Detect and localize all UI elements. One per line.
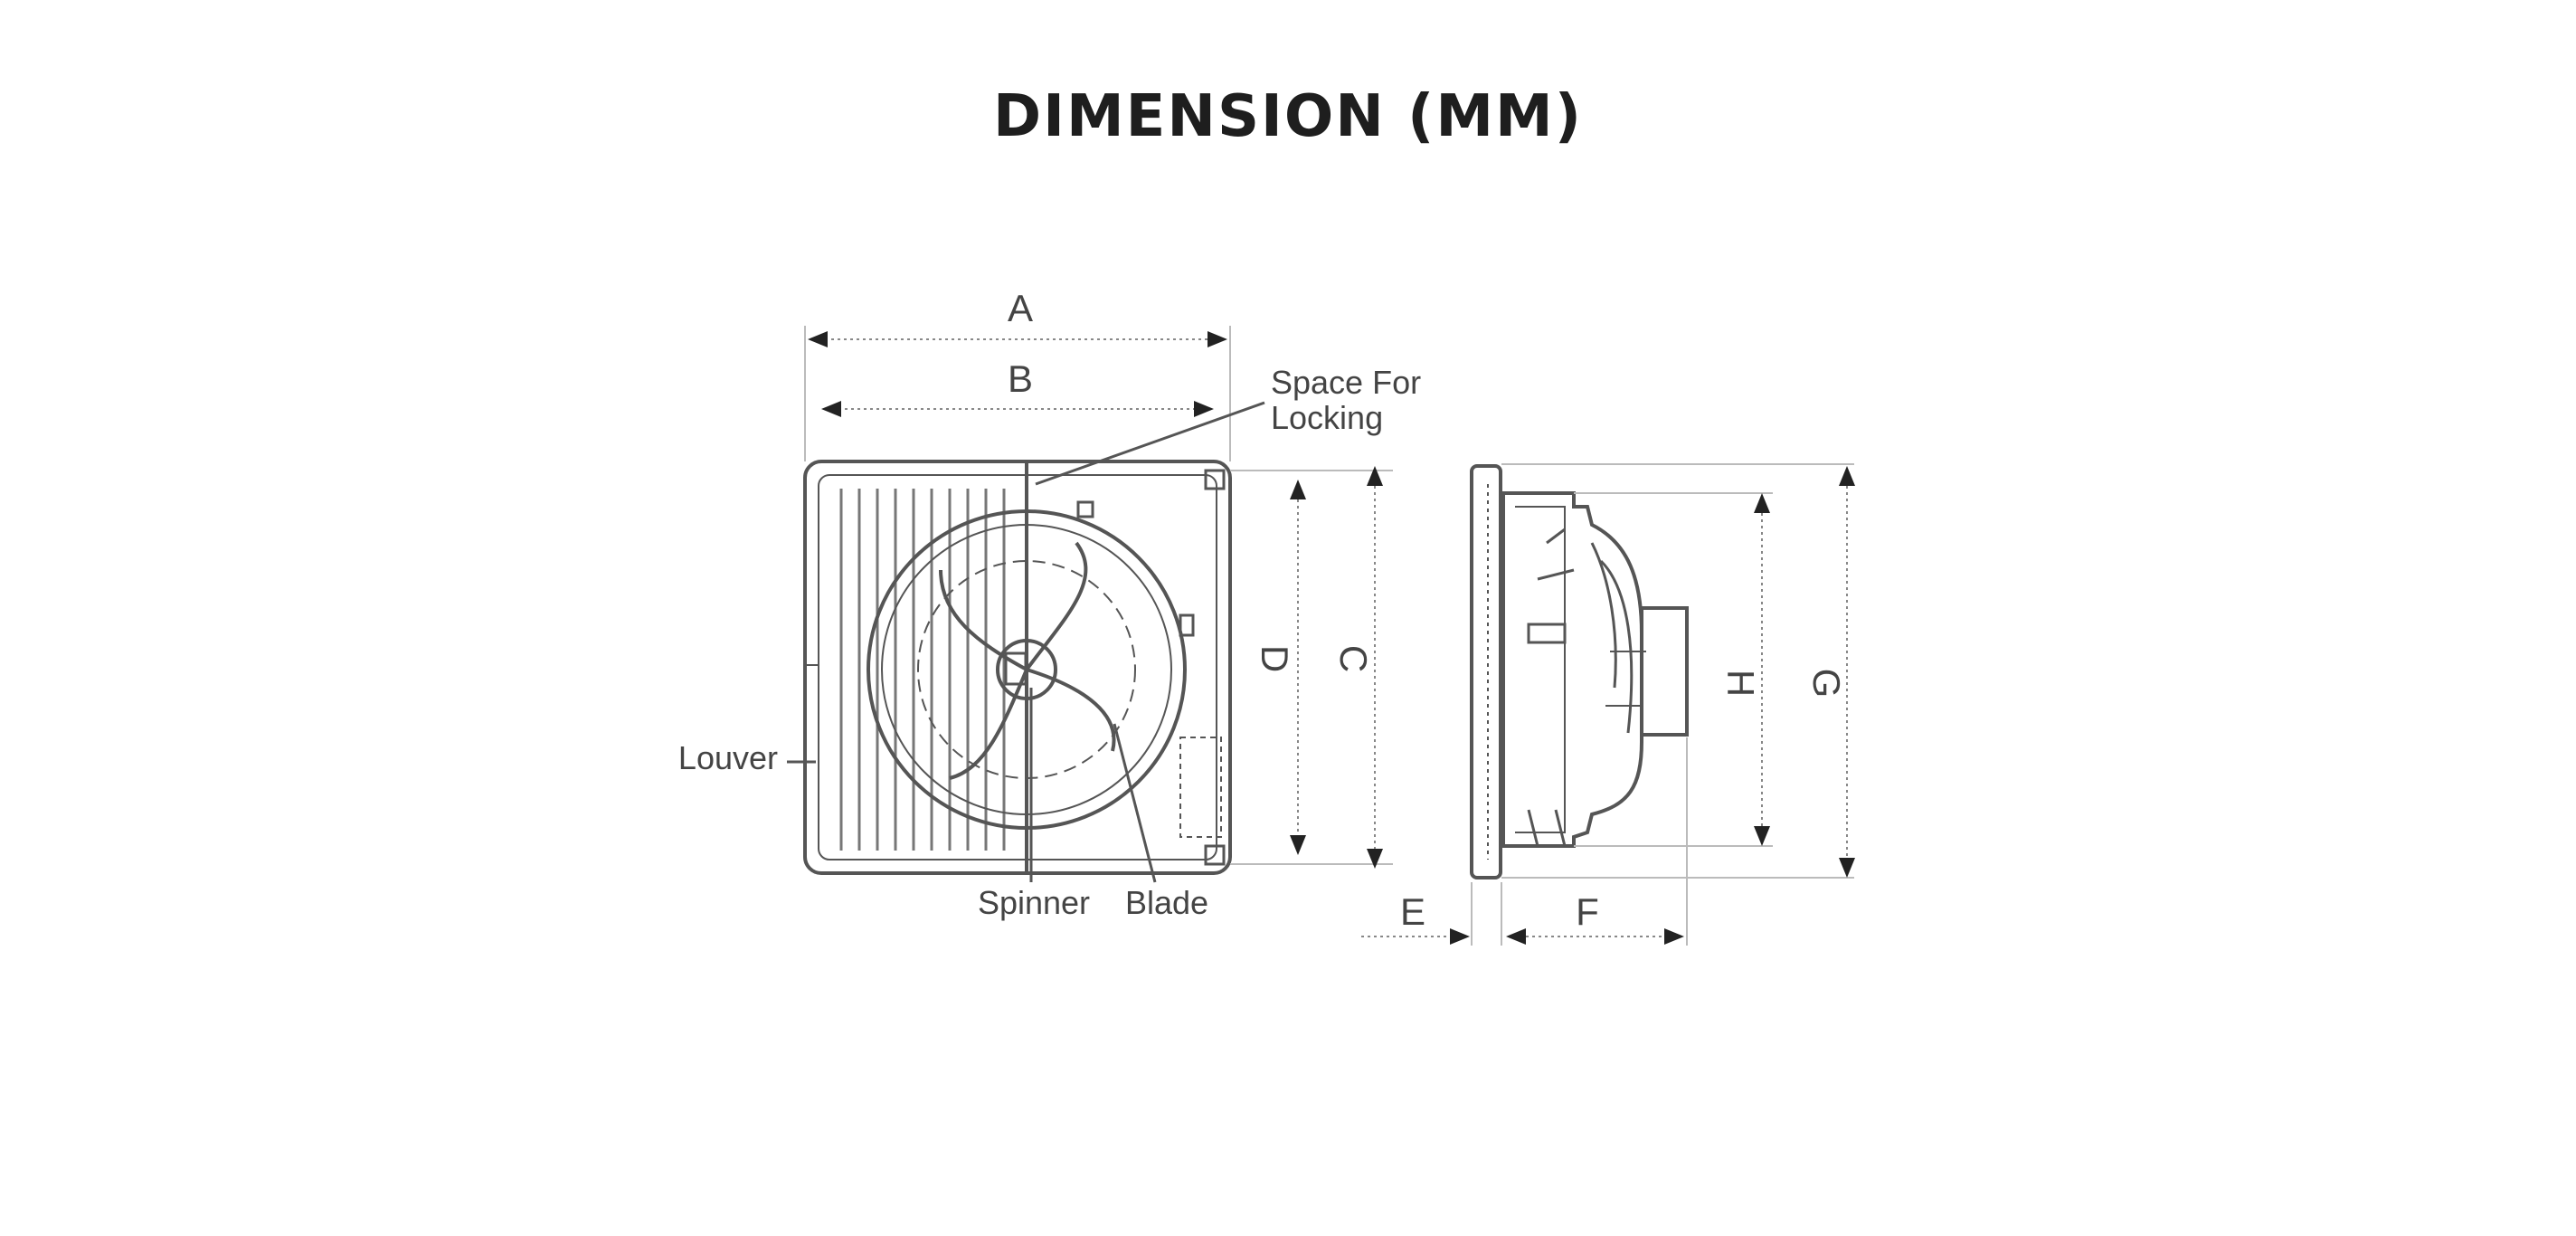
dimension-label-b: B	[1008, 357, 1033, 400]
dimension-label-h: H	[1719, 670, 1762, 697]
callout-space-for-locking-line1: Space For	[1271, 364, 1421, 401]
side-view	[1470, 464, 1689, 879]
front-frame	[803, 460, 1232, 875]
dimension-label-a: A	[1008, 287, 1033, 329]
louver-slats	[839, 489, 1006, 851]
fan-guard	[867, 509, 1187, 830]
front-view	[803, 460, 1232, 875]
dimension-label-g: G	[1805, 669, 1848, 699]
page-title: DIMENSION (MM)	[993, 83, 1583, 150]
side-motor-box	[1640, 606, 1689, 737]
callout-space-for-locking-line2: Locking	[1271, 399, 1383, 436]
spinner-hub	[996, 639, 1057, 700]
dimension-label-c: C	[1332, 645, 1375, 672]
callout-louver: Louver	[678, 739, 778, 776]
side-front-panel	[1470, 464, 1502, 879]
dimension-label-f: F	[1576, 890, 1599, 933]
callout-spinner: Spinner	[978, 884, 1090, 921]
dimension-label-d: D	[1254, 645, 1296, 672]
callout-blade: Blade	[1125, 884, 1208, 921]
fan-blades	[939, 541, 1116, 780]
dimension-label-e: E	[1400, 890, 1425, 933]
